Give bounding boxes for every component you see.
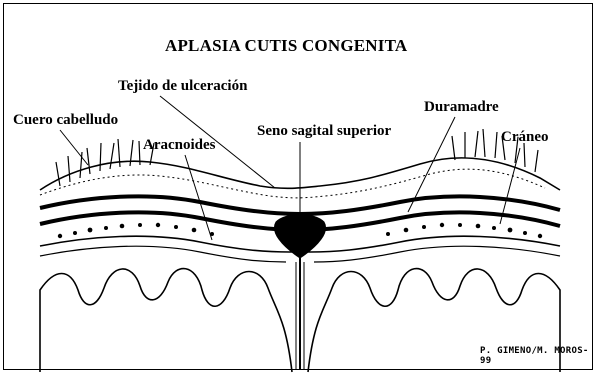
label-duramadre: Duramadre bbox=[424, 100, 499, 115]
hair-left bbox=[56, 139, 154, 186]
label-aracnoides: Aracnoides bbox=[143, 138, 216, 153]
figure-title: APLASIA CUTIS CONGENITA bbox=[165, 37, 407, 54]
label-craneo: Cráneo bbox=[501, 130, 549, 145]
dermis-band bbox=[40, 169, 545, 198]
gyri-left bbox=[40, 269, 292, 372]
label-cuero-cabelludo: Cuero cabelludo bbox=[13, 113, 118, 128]
label-tejido-ulceracion: Tejido de ulceración bbox=[118, 79, 247, 94]
author-signature: P. GIMENO/M. MOROS-99 bbox=[480, 346, 598, 366]
label-seno-sagital: Seno sagital superior bbox=[257, 124, 391, 139]
